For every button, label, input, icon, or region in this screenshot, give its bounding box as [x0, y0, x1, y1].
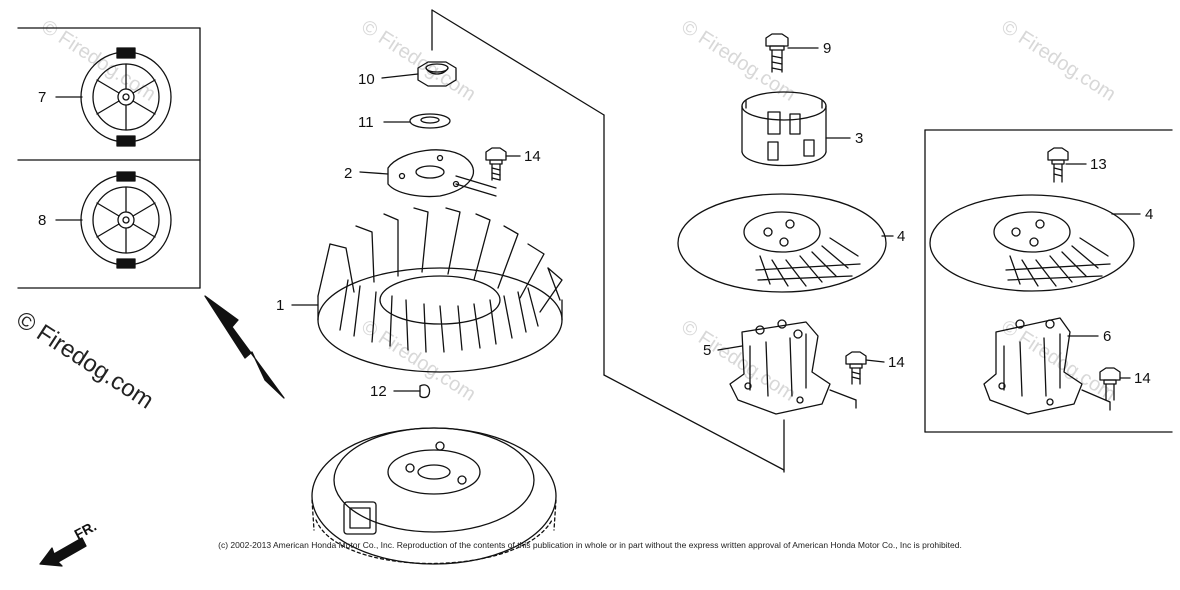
callout-12: 12 — [370, 383, 387, 400]
flange-bolt-9 — [765, 33, 789, 73]
callout-1: 1 — [276, 297, 284, 314]
callout-14: 14 — [1134, 370, 1151, 387]
callout-9: 9 — [823, 40, 831, 57]
starter-pulley-base-6 — [983, 317, 1111, 415]
callout-4: 4 — [897, 228, 905, 245]
callout-2: 2 — [344, 165, 352, 182]
callout-8: 8 — [38, 212, 46, 229]
washer-11 — [409, 113, 451, 129]
flange-bolt-14 — [485, 147, 507, 181]
starter-pulley-3 — [741, 91, 827, 167]
cooling-plate-2 — [387, 149, 497, 198]
flange-bolt-14 — [1099, 367, 1121, 401]
callout-11: 11 — [358, 114, 374, 131]
callout-14: 14 — [524, 148, 541, 165]
front-direction-arrow-icon — [39, 537, 87, 567]
copyright-notice: (c) 2002-2013 American Honda Motor Co., … — [218, 540, 962, 550]
starter-pulley-plate-4 — [677, 193, 887, 293]
callout-6: 6 — [1103, 328, 1111, 345]
starter-pulley-base-5 — [729, 319, 857, 415]
callout-5: 5 — [703, 342, 711, 359]
woodruff-key-12 — [419, 384, 431, 399]
left-panel-frame — [17, 27, 201, 289]
watermark: © Firedog.com — [997, 316, 1119, 406]
assembly-outline — [431, 9, 785, 473]
right-panel-frame — [924, 129, 1173, 433]
leader-lines — [55, 47, 1141, 392]
starter-pulley-plate-4b — [929, 194, 1135, 292]
flange-bolt-13 — [1047, 147, 1069, 183]
watermark: © Firedog.com — [997, 16, 1119, 106]
recoil-starter-pulley-8 — [80, 171, 172, 269]
watermark: © Firedog.com — [357, 16, 479, 106]
flange-bolt-14 — [845, 351, 867, 385]
callout-13: 13 — [1090, 156, 1107, 173]
reference-arrow-icon — [204, 295, 285, 399]
flange-nut-10 — [417, 61, 457, 87]
callout-14: 14 — [888, 354, 905, 371]
callout-10: 10 — [358, 71, 375, 88]
callout-4: 4 — [1145, 206, 1153, 223]
callout-3: 3 — [855, 130, 863, 147]
callout-7: 7 — [38, 89, 46, 106]
watermark: © Firedog.com — [677, 316, 799, 406]
flywheel — [311, 427, 557, 565]
cooling-fan-1 — [317, 207, 563, 373]
